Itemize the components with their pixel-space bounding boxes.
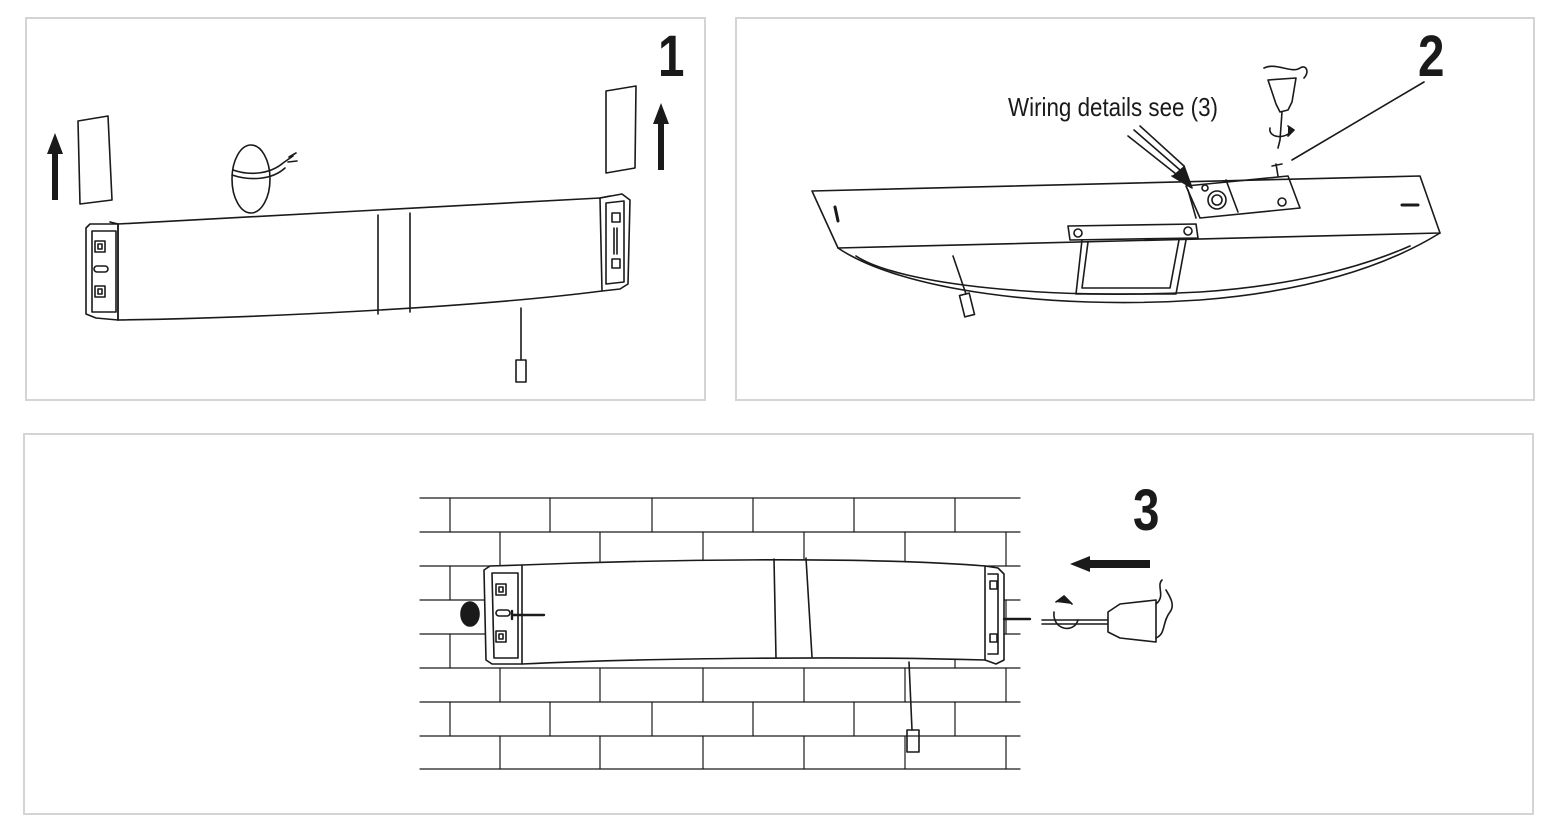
step-2-drawing [812, 66, 1440, 317]
wiring-note-label: Wiring details see (3) [1008, 92, 1219, 122]
screw-icon [512, 611, 544, 619]
wall-junction-box [232, 145, 270, 213]
up-arrow-icon [653, 103, 669, 170]
lamp-back-plate [812, 176, 1440, 248]
screwdriver-icon [1264, 66, 1307, 148]
step-number-3: 3 [1133, 478, 1160, 543]
step-2-panel [735, 17, 1535, 401]
screw-icon [1272, 164, 1282, 176]
step-3-drawing [420, 498, 1172, 769]
screwdriver-icon [1042, 580, 1172, 642]
step-number-1: 1 [658, 24, 685, 89]
step-number-2: 2 [1418, 24, 1445, 89]
pull-cord-handle [907, 730, 919, 752]
down-right-arrow-icon [1128, 126, 1192, 188]
step-1-panel [25, 17, 706, 401]
wall-hole [461, 602, 479, 626]
step-1-drawing [47, 86, 669, 382]
pull-cord-handle [959, 293, 974, 317]
up-arrow-icon [47, 133, 63, 200]
pull-cord-handle [516, 360, 526, 382]
left-protective-sheet [78, 116, 112, 204]
lamp-housing [118, 198, 602, 320]
left-arrow-icon [1070, 556, 1150, 572]
terminal-block [1186, 176, 1300, 218]
right-protective-sheet [606, 86, 636, 173]
lamp-housing [484, 560, 1004, 664]
